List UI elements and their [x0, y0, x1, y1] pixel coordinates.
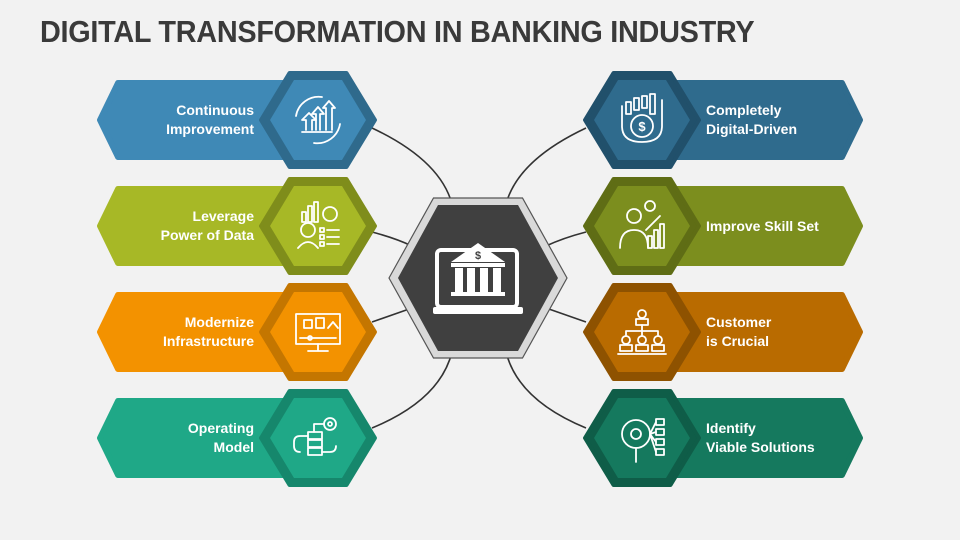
label-line: is Crucial [706, 333, 770, 349]
customer-hierarchy-icon [617, 309, 667, 355]
right-item-1[interactable]: $ [583, 71, 863, 169]
center-hexagon: $ [388, 197, 568, 359]
svg-text:$: $ [475, 250, 481, 262]
label-line: Leverage [192, 208, 254, 224]
label-line: Improve Skill Set [706, 217, 819, 234]
skill-growth-icon [619, 200, 665, 249]
label-line: Continuous [176, 102, 254, 118]
connector-line [505, 127, 587, 205]
connector-line [371, 351, 453, 429]
label-line: Operating [187, 420, 254, 436]
label-line: Improvement [166, 121, 254, 137]
right-item-2[interactable] [583, 177, 863, 275]
connector-line [545, 231, 587, 247]
page-title: DIGITAL TRANSFORMATION IN BANKING INDUST… [40, 14, 755, 49]
hexagon-inner [270, 186, 366, 266]
process-gear-icon [293, 417, 337, 456]
right-item-2-label: Improve Skill Set [706, 189, 866, 263]
svg-text:$: $ [638, 119, 646, 134]
hexagon-inner [594, 398, 690, 478]
growth-cycle-icon [295, 95, 341, 145]
hexagon-inner [594, 80, 690, 160]
left-item-2[interactable] [97, 177, 377, 275]
label-line: Model [213, 439, 254, 455]
left-item-1[interactable] [97, 71, 377, 169]
label-line: Customer [706, 314, 772, 330]
left-item-4[interactable] [97, 389, 377, 487]
connector-line [371, 307, 413, 323]
left-item-3[interactable] [97, 283, 377, 381]
right-item-4[interactable] [583, 389, 863, 487]
label-line: Modernize [184, 314, 254, 330]
label-line: Identify [706, 420, 756, 436]
online-bank-laptop-icon: $ [433, 243, 523, 314]
right-item-3-label: Customer is Crucial [706, 295, 866, 369]
hexagon-inner [594, 186, 690, 266]
right-item-3[interactable] [583, 283, 863, 381]
label-line: Viable Solutions [706, 439, 815, 455]
label-line: Power of Data [160, 227, 254, 243]
solution-search-icon [621, 418, 665, 463]
hexagon-inner [270, 398, 366, 478]
connector-line [505, 351, 587, 429]
connector-line [371, 231, 413, 247]
finance-gear-chart-icon: $ [621, 93, 663, 143]
connector-line [545, 307, 587, 323]
monitor-infrastructure-icon [295, 313, 341, 352]
label-line: Digital-Driven [706, 121, 798, 137]
hexagon-inner [270, 292, 366, 372]
data-analyst-icon [297, 201, 340, 249]
connector-line [371, 127, 453, 205]
label-line: Completely [706, 102, 782, 118]
hexagon-inner [270, 80, 366, 160]
label-line: Infrastructure [162, 333, 254, 349]
